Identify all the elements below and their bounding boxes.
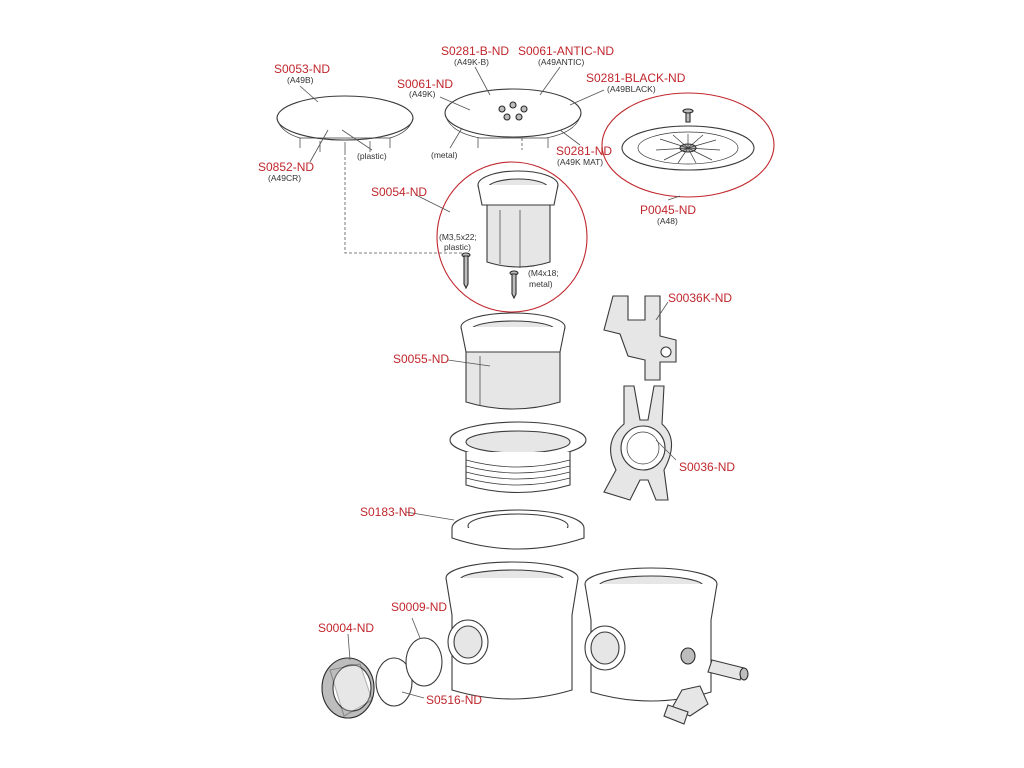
label-s0053: S0053-ND (A49B) (274, 62, 330, 85)
elbow-fitting-part (663, 685, 709, 725)
screw-metal-part (509, 270, 519, 300)
label-s0053-code: S0053-ND (274, 62, 330, 76)
label-s0054-code: S0054-ND (371, 185, 427, 199)
label-s0183-code: S0183-ND (360, 505, 416, 519)
nut-part (321, 657, 375, 719)
gasket-part (451, 509, 585, 550)
drain-body-part (445, 561, 579, 700)
label-s0036-code: S0036-ND (679, 460, 735, 474)
grate-part (601, 92, 775, 198)
label-s0061-code: S0061-ND (397, 77, 453, 91)
metal-cover-part (444, 88, 582, 148)
label-s0852-sub: (A49CR) (268, 173, 301, 183)
drain-body-alt-part (584, 567, 718, 702)
o-ring-part (375, 657, 413, 707)
label-p0045-sub: (A48) (657, 216, 678, 226)
label-s0852: S0852-ND (A49CR) (258, 160, 314, 183)
label-s0061antic-sub: (A49ANTIC) (538, 57, 584, 67)
label-s0852-code: S0852-ND (258, 160, 314, 174)
label-s0281b-sub: (A49K-B) (454, 57, 489, 67)
washer-part (405, 637, 443, 687)
label-s0061antic: S0061-ANTIC-ND (A49ANTIC) (518, 44, 614, 67)
label-s0281black: S0281-BLACK-ND (A49BLACK) (586, 71, 686, 94)
note-screw-metal-1: (M4x18; (528, 268, 559, 278)
label-s0055-code: S0055-ND (393, 352, 449, 366)
label-s0516-code: S0516-ND (426, 693, 482, 707)
note-screw-plastic-1: (M3,5x22; (439, 232, 477, 242)
leader-lines (299, 66, 681, 699)
label-s0281: S0281-ND (A49K MAT) (556, 144, 612, 167)
label-s0036k-code: S0036K-ND (668, 291, 732, 305)
label-s0281b: S0281-B-ND (A49K-B) (441, 44, 509, 67)
label-s0061-sub: (A49K) (409, 89, 436, 99)
hose-fitting-part (707, 659, 749, 681)
screw-plastic-part (461, 252, 471, 290)
note-metal: (metal) (431, 150, 458, 160)
label-s0061antic-code: S0061-ANTIC-ND (518, 44, 614, 58)
label-s0009-code: S0009-ND (391, 600, 447, 614)
label-s0281black-sub: (A49BLACK) (607, 84, 656, 94)
basket-part (460, 312, 566, 410)
label-s0053-sub: (A49B) (287, 75, 314, 85)
wrench-k-part (603, 295, 677, 381)
note-screw-metal-2: metal) (529, 279, 553, 289)
label-s0281b-code: S0281-B-ND (441, 44, 509, 58)
label-p0045-code: P0045-ND (640, 203, 696, 217)
insert-part (436, 161, 588, 313)
plastic-cover-part (276, 95, 414, 152)
note-screw-plastic-2: plastic) (444, 242, 471, 252)
threaded-flange-part (449, 421, 587, 493)
label-s0061: S0061-ND (A49K) (397, 77, 453, 99)
label-s0281black-code: S0281-BLACK-ND (586, 71, 686, 85)
label-p0045: P0045-ND (A48) (640, 203, 696, 226)
label-s0281-sub: (A49K MAT) (557, 157, 603, 167)
label-s0004-code: S0004-ND (318, 621, 374, 635)
note-plastic: (plastic) (357, 151, 387, 161)
wrench-part (603, 385, 673, 501)
label-s0281-code: S0281-ND (556, 144, 612, 158)
